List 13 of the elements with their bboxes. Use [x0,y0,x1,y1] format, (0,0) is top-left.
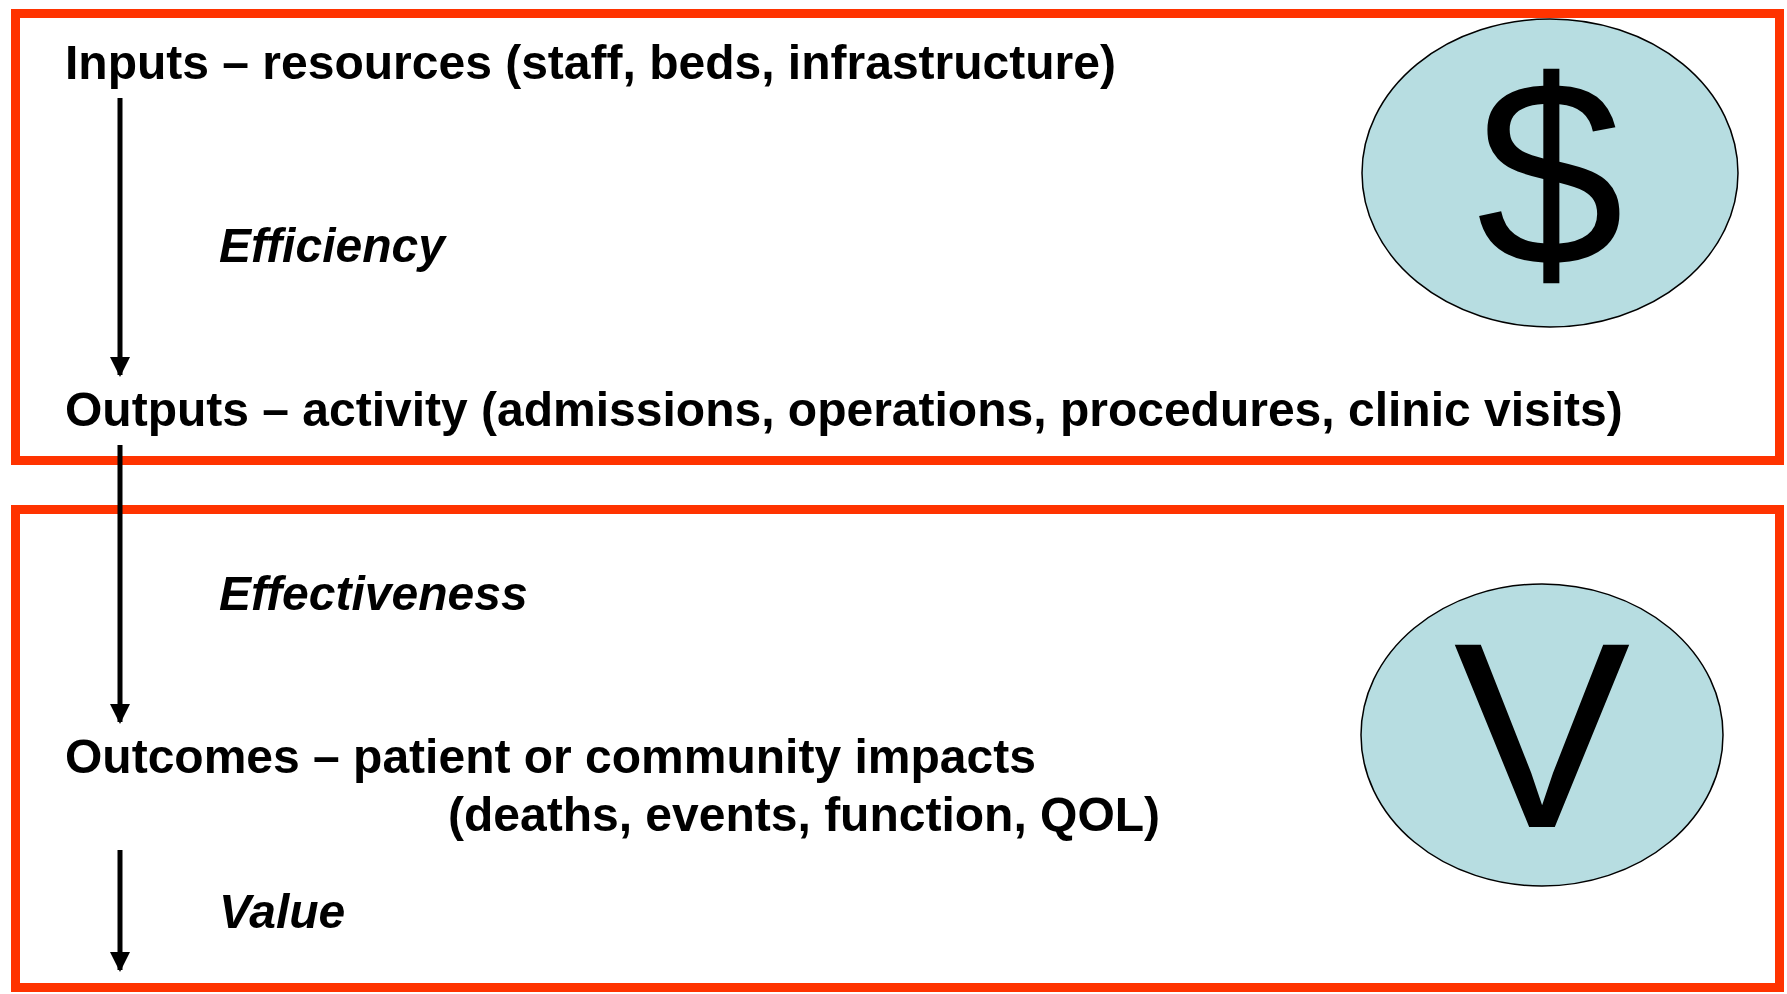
symbol-ellipse: V [1360,583,1724,887]
arrow [110,850,130,972]
stage-text: Outcomes – patient or community impacts (deaths, events, function, QOL) [65,728,1190,844]
group-frame [11,505,1784,992]
stage-text: Inputs – resources (staff, beds, infrastructure) [65,34,1116,92]
edge-label: Effectiveness [219,566,528,622]
symbol-ellipse: $ [1361,18,1739,328]
edge-label: Efficiency [219,218,445,274]
group-frame [11,9,1784,465]
arrow [110,98,130,377]
stage-text: Outputs – activity (admissions, operations, procedures, clinic visits) [65,381,1623,439]
arrow [110,445,130,724]
edge-label: Value [219,884,346,940]
